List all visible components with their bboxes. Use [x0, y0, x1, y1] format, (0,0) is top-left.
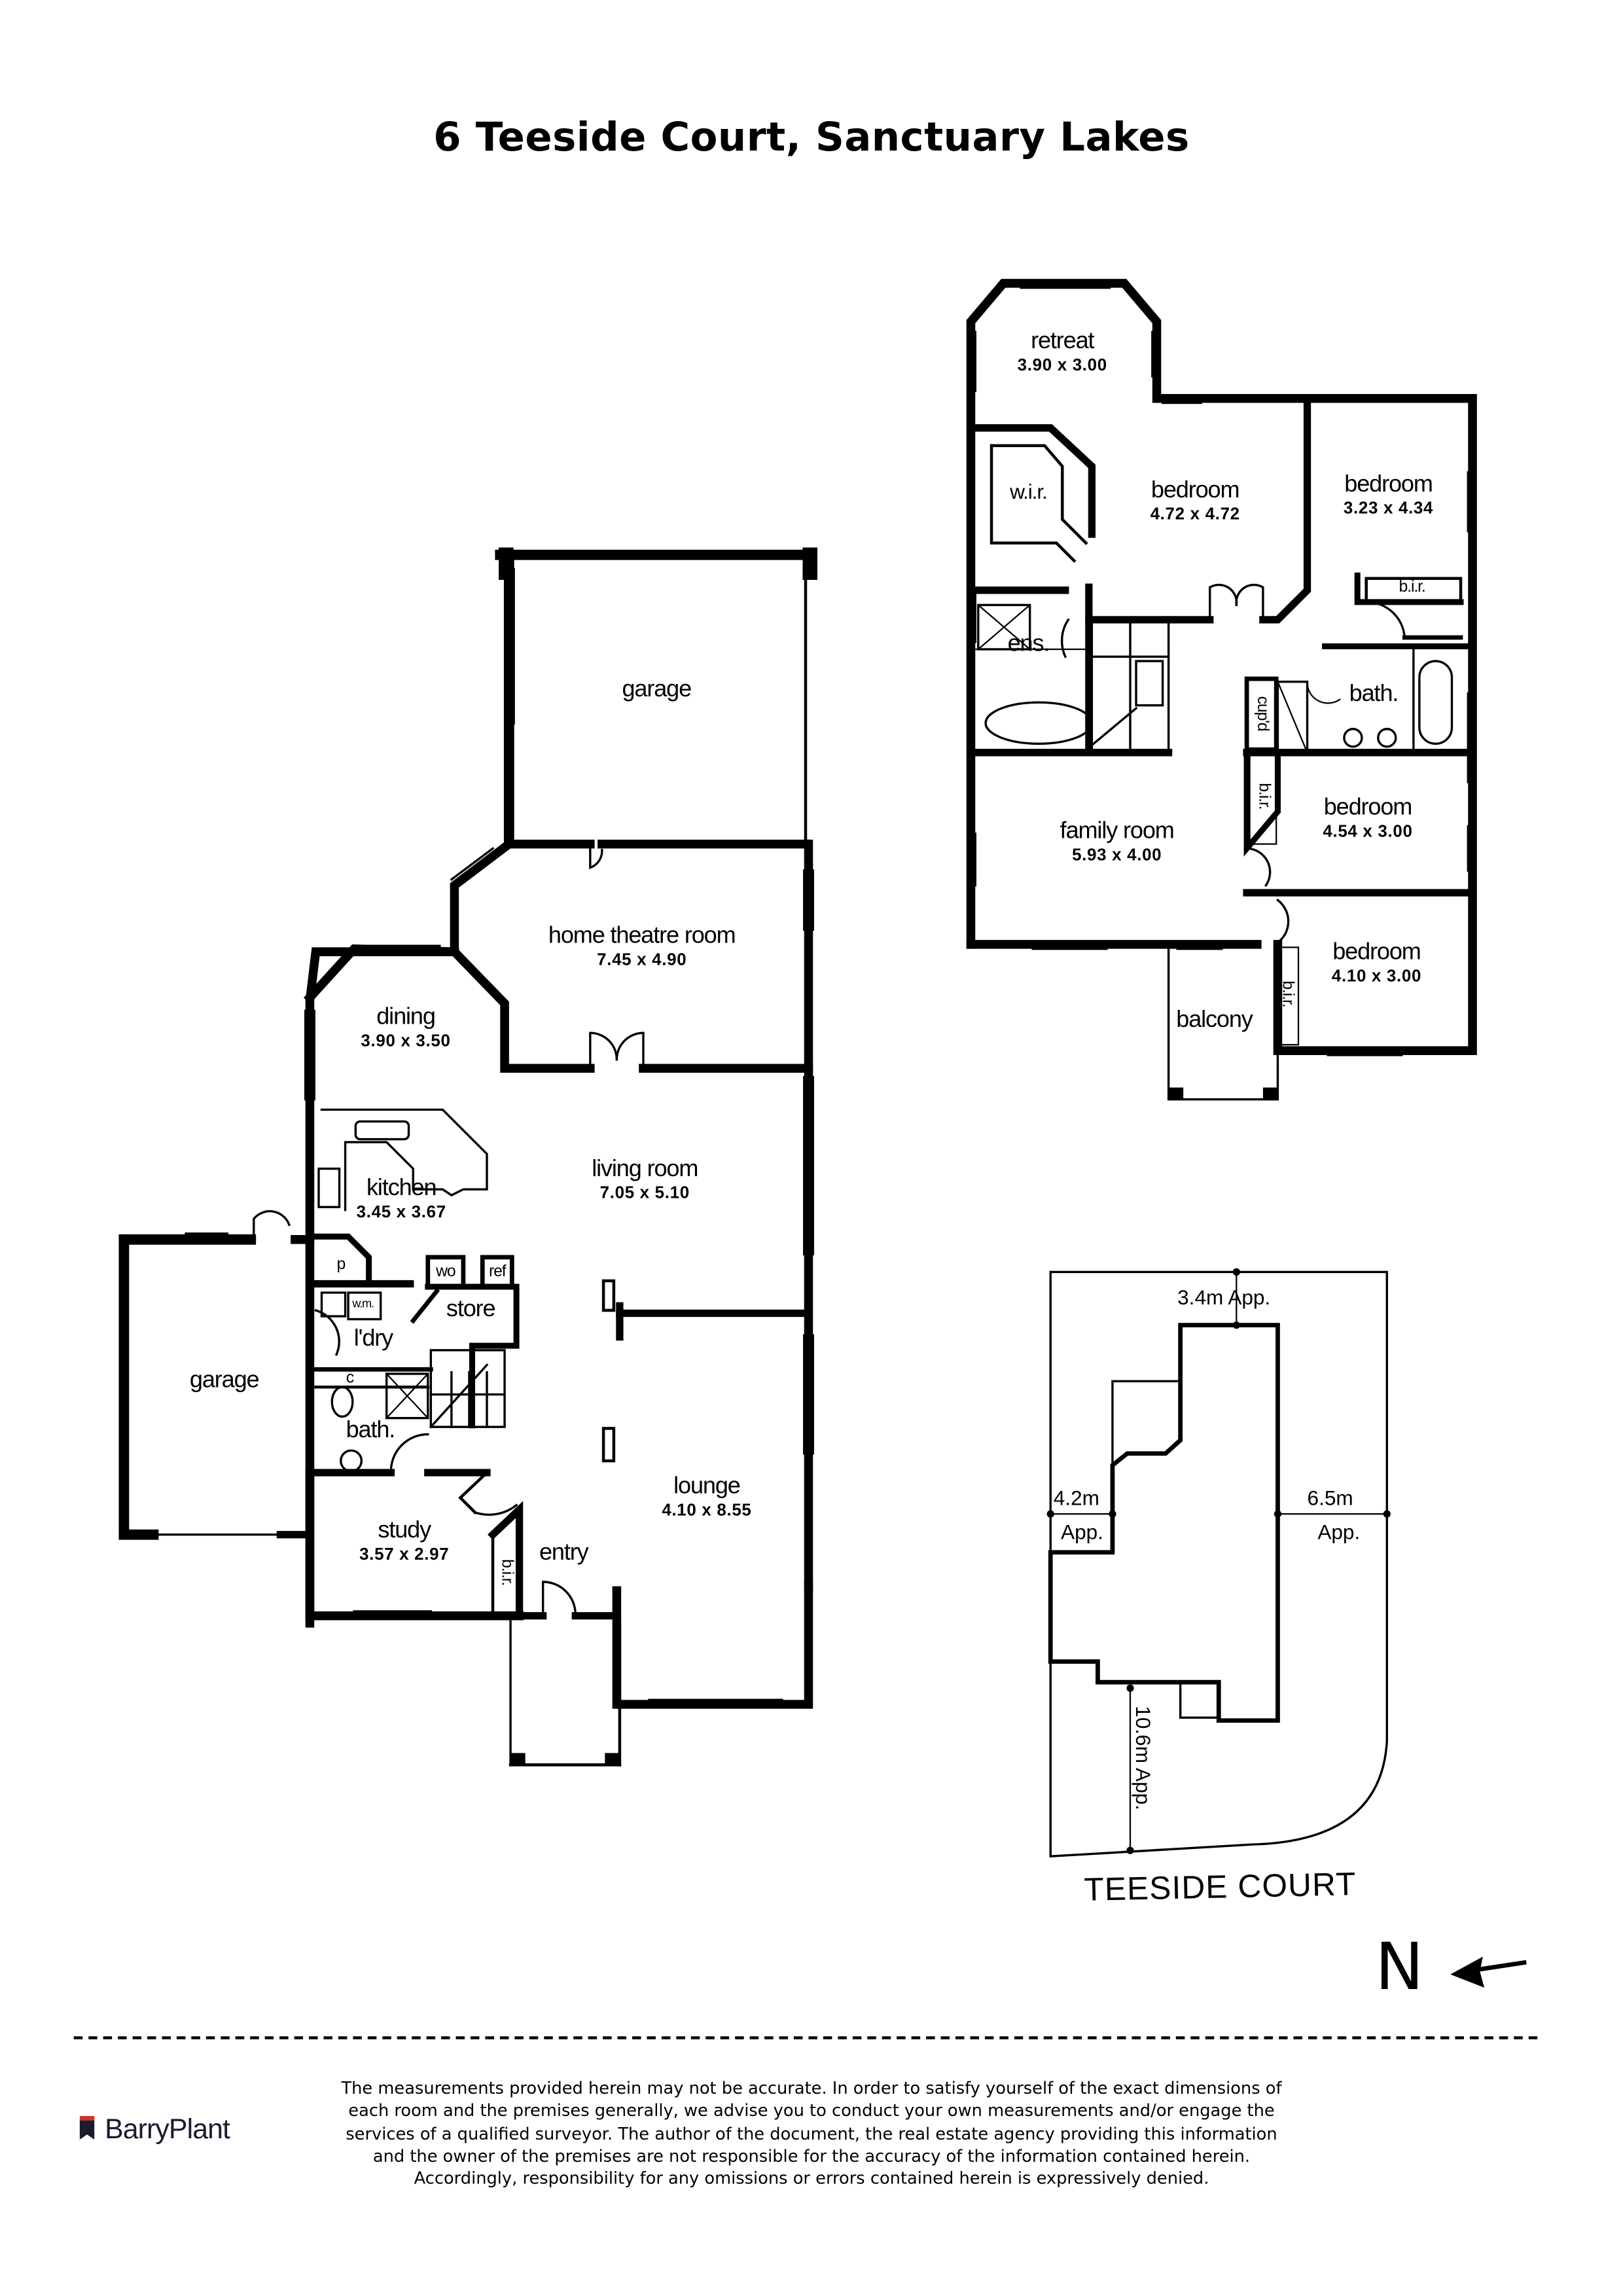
room-label-garage-main: garage — [622, 677, 692, 703]
footer-divider — [73, 2036, 1538, 2039]
upper-floor-plan — [966, 279, 1477, 1101]
disclaimer-line: Accordingly, responsibility for any omis… — [414, 2168, 1209, 2189]
room-label-dining: dining 3.90 x 3.50 — [361, 1005, 451, 1051]
fixture-robe-bedroom-2: b.i.r. — [1399, 578, 1426, 596]
room-label-laundry: l'dry — [353, 1326, 394, 1352]
disclaimer-line: each room and the premises generally, we… — [348, 2100, 1275, 2121]
fixture-walk-in-robe: w.i.r. — [1010, 479, 1048, 503]
room-label-retreat: retreat 3.90 x 3.00 — [1017, 329, 1107, 375]
room-label-family-room: family room 5.93 x 4.00 — [1060, 819, 1175, 865]
room-label-kitchen: kitchen 3.45 x 3.67 — [356, 1175, 446, 1222]
room-label-bath-ground: bath. — [346, 1418, 396, 1443]
fixture-fridge: ref — [488, 1263, 507, 1281]
disclaimer-line: and the owner of the premises are not re… — [372, 2145, 1251, 2166]
setback-street-label: 10.6m App. — [1132, 1706, 1156, 1810]
room-label-bedroom-2: bedroom 3.23 x 4.34 — [1343, 472, 1434, 518]
fixture-study-robe: b.i.r. — [497, 1559, 516, 1586]
fixture-washing-machine: w.m. — [352, 1297, 374, 1311]
room-label-store: store — [446, 1297, 496, 1323]
disclaimer-line: services of a qualified surveyor. The au… — [346, 2123, 1277, 2144]
setback-left-value: 4.2m — [1053, 1486, 1099, 1510]
room-label-ensuite: ens. — [1007, 631, 1050, 657]
room-label-bedroom-4: bedroom 4.10 x 3.00 — [1331, 940, 1422, 986]
room-label-study: study 3.57 x 2.97 — [359, 1518, 450, 1564]
setback-right-app: App. — [1317, 1520, 1361, 1544]
setback-top-label: 3.4m App. — [1177, 1285, 1271, 1309]
room-label-bedroom-3: bedroom 4.54 x 3.00 — [1323, 795, 1413, 842]
room-label-lounge: lounge 4.10 x 8.55 — [662, 1474, 752, 1520]
north-arrow-icon — [1450, 1956, 1527, 1988]
fixture-robe-bedroom-3: b.i.r. — [1255, 783, 1273, 810]
brand-name: BarryPlant — [105, 2114, 230, 2146]
fixture-wall-oven: wo — [436, 1263, 456, 1281]
fixture-pantry: p — [336, 1255, 346, 1274]
room-label-home-theatre: home theatre room 7.45 x 4.90 — [548, 924, 736, 970]
brand-mark-icon — [79, 2116, 95, 2140]
setback-right-value: 6.5m — [1307, 1486, 1353, 1510]
disclaimer: The measurements provided herein may not… — [273, 2077, 1350, 2190]
room-label-garage-side: garage — [189, 1367, 260, 1393]
room-label-master-bedroom: bedroom 4.72 x 4.72 — [1150, 478, 1240, 524]
room-label-entry: entry — [539, 1540, 589, 1566]
room-label-bath-upper: bath. — [1349, 681, 1399, 707]
fixture-cupboard: c — [346, 1369, 354, 1388]
street-name: TEESIDE COURT — [1083, 1865, 1357, 1909]
setback-left-app: App. — [1061, 1520, 1103, 1544]
room-label-living-room: living room 7.05 x 5.10 — [592, 1157, 698, 1203]
room-label-balcony: balcony — [1176, 1007, 1253, 1033]
ground-floor-plan — [118, 547, 818, 1767]
page-title: 6 Teeside Court, Sanctuary Lakes — [433, 115, 1190, 161]
site-plan-drawing — [1046, 1268, 1391, 1858]
disclaimer-line: The measurements provided herein may not… — [341, 2077, 1282, 2098]
fixture-robe-bedroom-4: b.i.r. — [1278, 980, 1296, 1007]
fixture-cupboard-upper: cup'd — [1253, 696, 1272, 731]
north-label: N — [1375, 1929, 1424, 2005]
